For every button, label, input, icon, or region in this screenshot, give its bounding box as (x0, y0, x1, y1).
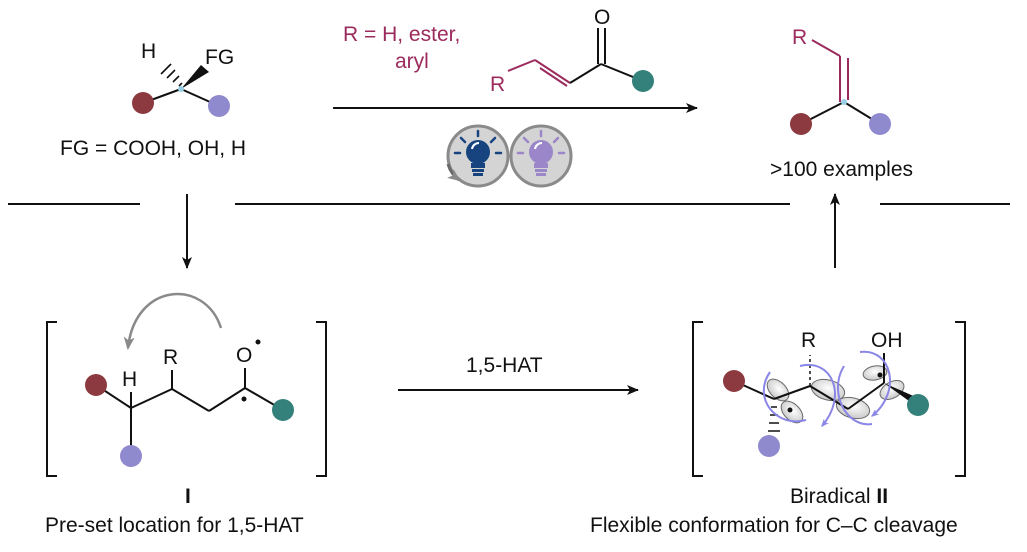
stereocenter-dot (178, 86, 184, 92)
intermediate-ii-brackets (692, 321, 966, 477)
radical-dot (787, 407, 793, 413)
hashed-bond (160, 63, 183, 87)
biradical-r-label: R (801, 329, 816, 352)
fg-definition: FG = COOH, OH, H (60, 137, 246, 160)
teal-substituent (272, 399, 294, 421)
product-r-label: R (792, 26, 807, 49)
biradical-ii-label: Biradical II (790, 485, 888, 508)
r-definition-line1: R = H, ester, (343, 23, 460, 46)
maroon-substituent (132, 92, 154, 114)
intermediate-i-r-label: R (163, 346, 178, 369)
biradical-oh-label: OH (871, 329, 903, 352)
hashed-bond (768, 406, 780, 432)
intermediate-i-o-label: O (236, 344, 252, 367)
curved-hat-arrow (123, 292, 223, 351)
alkene-carbon-dot (841, 99, 847, 105)
reagent-o-label: O (594, 6, 610, 29)
teal-substituent (907, 394, 929, 416)
lavender-substituent (208, 95, 230, 117)
lavender-substituent (869, 113, 891, 135)
substrate-structure: H FG FG = COOH, OH, H (60, 40, 246, 160)
teal-substituent (632, 70, 654, 92)
reagent-r-label: R (490, 73, 505, 96)
product-caption: >100 examples (770, 158, 913, 181)
lavender-substituent (120, 445, 142, 467)
alkene-product: R >100 examples (770, 26, 913, 181)
wedge-bond (181, 65, 209, 89)
biradical-roman-label: II (876, 485, 888, 508)
blue-lightbulb-icon (446, 124, 510, 188)
intermediate-i-label: I (185, 485, 191, 508)
lavender-substituent (758, 435, 780, 457)
maroon-substituent (723, 370, 745, 392)
substrate-fg-label: FG (205, 46, 234, 69)
rotation-arrows (762, 350, 891, 428)
biradical-ii-caption: Flexible conformation for C–C cleavage (590, 514, 958, 537)
oxygen-radical-dot (255, 339, 261, 345)
r-definition-line2: aryl (395, 50, 429, 73)
intermediate-i-caption: Pre-set location for 1,5-HAT (45, 514, 304, 537)
hat-arrow-label: 1,5-HAT (466, 354, 543, 377)
biradical-ii-structure: R OH (723, 329, 929, 457)
maroon-substituent (790, 113, 812, 135)
intermediate-i-h-label: H (122, 368, 137, 391)
intermediate-i-structure: H R O (85, 292, 294, 467)
enone-reagent: R O (490, 6, 654, 96)
radical-dot (241, 396, 247, 402)
intermediate-i-brackets (46, 321, 327, 477)
biradical-label-prefix: Biradical (790, 485, 876, 508)
substrate-h-label: H (141, 40, 156, 63)
purple-lightbulb-icon (509, 124, 573, 188)
radical-dot (877, 372, 883, 378)
photocatalysis-icons (446, 124, 573, 188)
maroon-substituent (85, 374, 107, 396)
